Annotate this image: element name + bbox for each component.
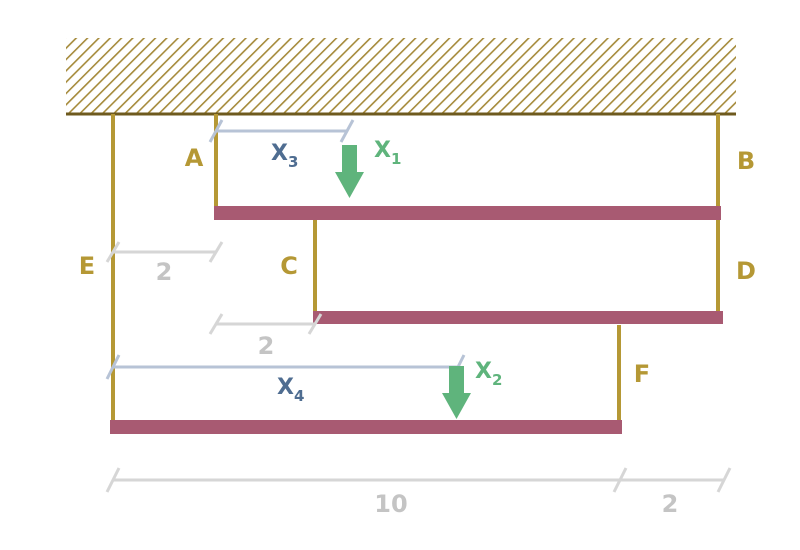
beam-middle [313, 311, 723, 324]
label-x1: X1 [374, 138, 401, 168]
label-x3: X3 [271, 141, 298, 171]
ceiling-hatch [66, 38, 736, 113]
load-arrows [335, 145, 471, 419]
down-arrow-icon [442, 366, 471, 419]
dim-label-right-span: 2 [662, 490, 679, 518]
down-arrow-icon [335, 145, 364, 198]
dim-right-span [620, 467, 732, 493]
beams [110, 206, 723, 434]
dimension-lines [105, 241, 732, 493]
dim-bottom-span [105, 467, 628, 493]
label-x2: X2 [475, 359, 502, 389]
beam-bottom [110, 420, 622, 434]
rod-label-e: E [79, 252, 95, 280]
beam-top [214, 206, 721, 220]
rod-label-b: B [737, 147, 755, 175]
dim-x3 [208, 119, 355, 143]
rod-label-d: D [736, 257, 756, 285]
dim-label-bottom-span: 10 [374, 490, 407, 518]
label-x4: X4 [277, 375, 304, 405]
dim-label-middle-offset: 2 [258, 332, 275, 360]
rod-label-c: C [280, 252, 298, 280]
dim-upper-offset [105, 241, 224, 263]
ceiling [66, 38, 736, 116]
dim-middle-offset [208, 313, 323, 335]
rod-label-a: A [185, 144, 204, 172]
dim-label-upper-offset: 2 [156, 258, 173, 286]
rod-label-f: F [634, 360, 650, 388]
rods [111, 114, 720, 422]
